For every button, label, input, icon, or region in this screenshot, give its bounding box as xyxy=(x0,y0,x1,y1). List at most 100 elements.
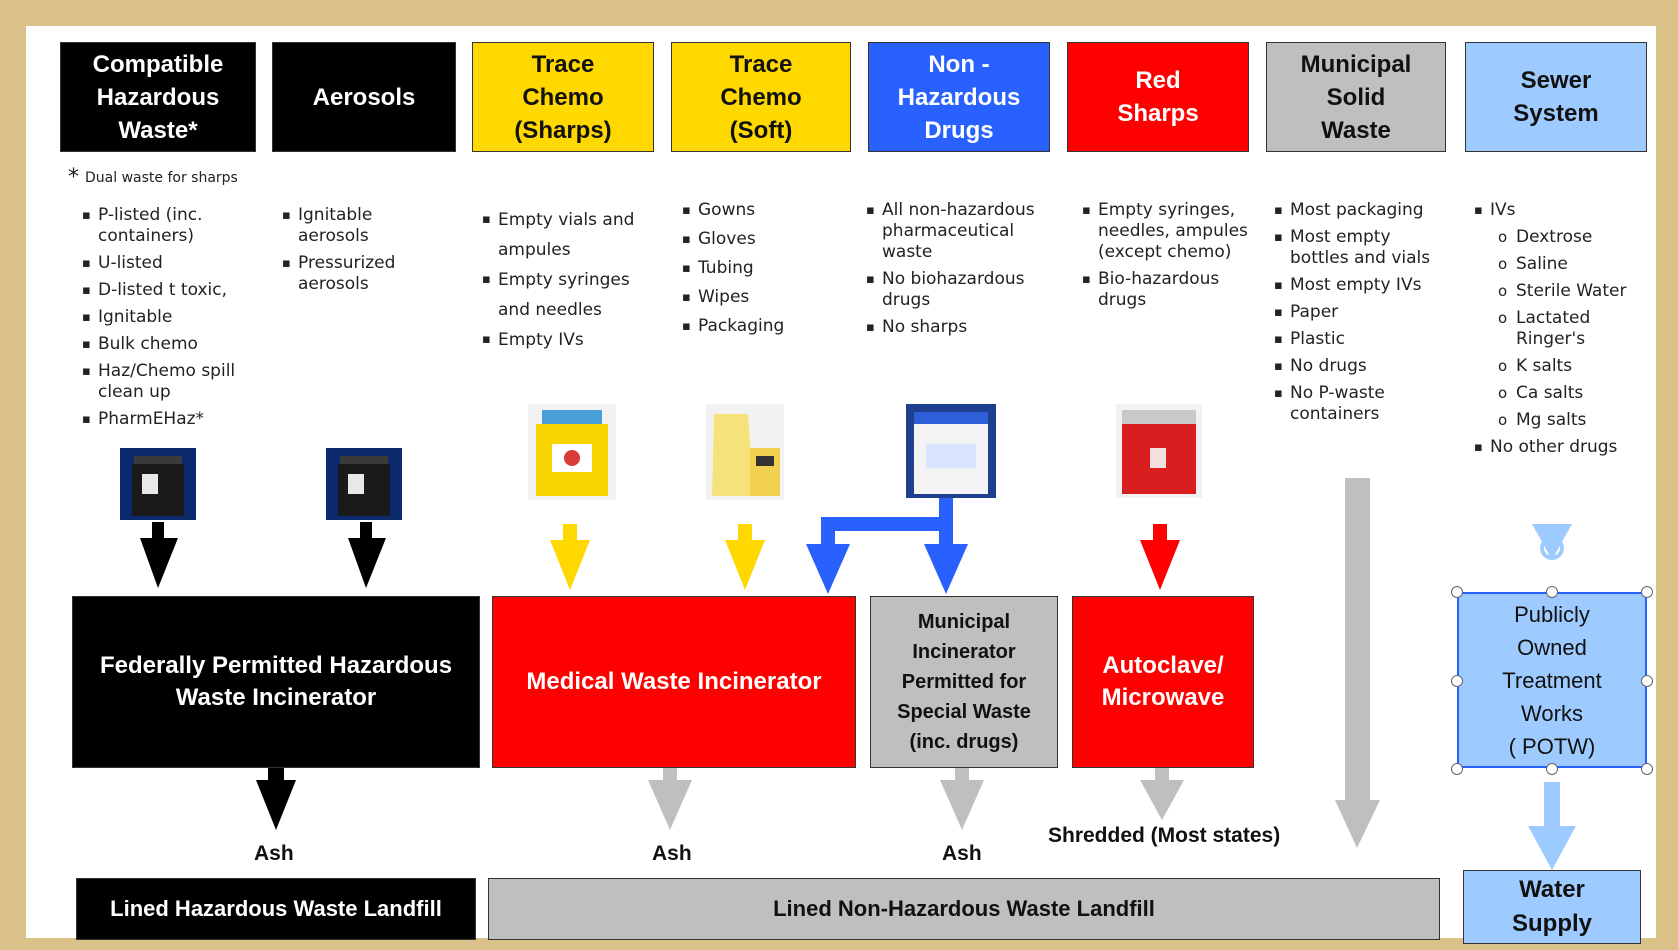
list-item: Paper xyxy=(1272,302,1452,323)
blue-arrow xyxy=(924,544,968,594)
footnote-text: Dual waste for sharps xyxy=(85,170,238,186)
category-non-hazardous-drugs: Non - Hazardous Drugs xyxy=(868,42,1050,152)
list-item: Gowns xyxy=(680,200,840,221)
rotate-handle-icon xyxy=(1540,536,1564,560)
list-subitem: K salts xyxy=(1472,356,1662,377)
list-aerosols: Ignitable aerosols Pressurized aerosols xyxy=(280,205,430,301)
list-item: Ignitable xyxy=(80,307,260,328)
list-municipal: Most packaging Most empty bottles and vi… xyxy=(1272,200,1452,431)
category-label: Aerosols xyxy=(312,83,416,111)
gray-arrow xyxy=(1140,768,1184,820)
footnote-star: * xyxy=(68,165,79,190)
frame-left xyxy=(0,0,26,950)
autoclave-microwave: Autoclave/ Microwave xyxy=(1072,596,1254,768)
category-label: Sewer System xyxy=(1513,67,1599,127)
red-sharps-container-icon xyxy=(1116,404,1202,498)
gray-arrow xyxy=(940,768,984,830)
list-item: Pressurized aerosols xyxy=(280,253,430,295)
list-item: Tubing xyxy=(680,258,840,279)
list-sewer: IVs Dextrose Saline Sterile Water Lactat… xyxy=(1472,200,1662,464)
resize-handle[interactable] xyxy=(1641,675,1653,687)
potw-box[interactable]: Publicly Owned Treatment Works ( POTW) xyxy=(1457,592,1647,768)
gray-arrow xyxy=(648,768,692,830)
resize-handle[interactable] xyxy=(1451,763,1463,775)
light-blue-arrow xyxy=(1528,826,1576,870)
category-label: Compatible Hazardous Waste* xyxy=(92,50,224,144)
category-red-sharps: Red Sharps xyxy=(1067,42,1249,152)
list-subitem: Mg salts xyxy=(1472,410,1662,431)
list-item: Most empty IVs xyxy=(1272,275,1452,296)
list-item: Ignitable aerosols xyxy=(280,205,430,247)
category-label: Trace Chemo (Soft) xyxy=(720,50,802,144)
ash-label: Ash xyxy=(652,842,692,865)
red-arrow xyxy=(1140,524,1180,590)
list-item: No biohazardous drugs xyxy=(864,269,1054,311)
list-item: Plastic xyxy=(1272,329,1452,350)
list-item: Most packaging xyxy=(1272,200,1452,221)
resize-handle[interactable] xyxy=(1451,586,1463,598)
resize-handle[interactable] xyxy=(1641,763,1653,775)
category-label: Red Sharps xyxy=(1117,67,1199,127)
resize-handle[interactable] xyxy=(1641,586,1653,598)
category-label: Trace Chemo (Sharps) xyxy=(514,50,612,144)
municipal-incinerator: Municipal Incinerator Permitted for Spec… xyxy=(870,596,1058,768)
federal-hazardous-incinerator: Federally Permitted Hazardous Waste Inci… xyxy=(72,596,480,768)
list-item: All non-hazardous pharmaceutical waste xyxy=(864,200,1054,263)
medical-waste-incinerator: Medical Waste Incinerator xyxy=(492,596,856,768)
list-item: Gloves xyxy=(680,229,840,250)
blue-flow-line xyxy=(821,498,953,550)
list-item: Most empty bottles and vials xyxy=(1272,227,1452,269)
list-item: U-listed xyxy=(80,253,260,274)
destination-label: Medical Waste Incinerator xyxy=(526,668,822,695)
category-aerosols: Aerosols xyxy=(272,42,456,152)
list-item: No other drugs xyxy=(1472,437,1662,458)
lined-hazardous-landfill: Lined Hazardous Waste Landfill xyxy=(76,878,476,940)
list-item: Bulk chemo xyxy=(80,334,260,355)
black-arrow xyxy=(256,768,296,830)
black-container-icon xyxy=(120,448,196,520)
list-item: PharmEHaz* xyxy=(80,409,260,430)
resize-handle[interactable] xyxy=(1546,586,1558,598)
yellow-bag-container-icon xyxy=(706,404,784,500)
list-compatible: P-listed (inc. containers) U-listed D-li… xyxy=(80,205,260,436)
gray-flow-line xyxy=(1345,478,1370,800)
list-item: Haz/Chemo spill clean up xyxy=(80,361,260,403)
footnote: * Dual waste for sharps xyxy=(68,165,238,190)
resize-handle[interactable] xyxy=(1451,675,1463,687)
category-trace-chemo-sharps: Trace Chemo (Sharps) xyxy=(472,42,654,152)
category-municipal-solid-waste: Municipal Solid Waste xyxy=(1266,42,1446,152)
list-subitem: Lactated Ringer's xyxy=(1472,308,1662,350)
water-supply: Water Supply xyxy=(1463,870,1641,944)
landfill-label: Water Supply xyxy=(1511,876,1592,937)
yellow-arrow xyxy=(725,524,765,590)
list-item: Empty IVs xyxy=(480,325,660,355)
frame-bottom xyxy=(0,938,1678,950)
list-trace-soft: Gowns Gloves Tubing Wipes Packaging xyxy=(680,200,840,345)
list-subitem: Sterile Water xyxy=(1472,281,1662,302)
list-item: Empty vials and ampules xyxy=(480,205,660,265)
black-arrow xyxy=(140,522,178,588)
black-arrow xyxy=(348,522,386,588)
list-trace-sharps: Empty vials and ampules Empty syringes a… xyxy=(480,205,660,355)
yellow-arrow xyxy=(550,524,590,590)
lined-non-hazardous-landfill: Lined Non-Hazardous Waste Landfill xyxy=(488,878,1440,940)
category-trace-chemo-soft: Trace Chemo (Soft) xyxy=(671,42,851,152)
list-subitem: Saline xyxy=(1472,254,1662,275)
white-blue-container-icon xyxy=(906,404,996,498)
destination-label: Publicly Owned Treatment Works ( POTW) xyxy=(1502,601,1602,759)
list-subitem: Ca salts xyxy=(1472,383,1662,404)
list-item: Empty syringes, needles, ampules (except… xyxy=(1080,200,1260,263)
destination-label: Federally Permitted Hazardous Waste Inci… xyxy=(99,652,453,711)
black-container-icon xyxy=(326,448,402,520)
category-label: Non - Hazardous Drugs xyxy=(897,50,1021,144)
resize-handle[interactable] xyxy=(1546,763,1558,775)
ash-label: Ash xyxy=(254,842,294,865)
list-item: No sharps xyxy=(864,317,1054,338)
list-item: P-listed (inc. containers) xyxy=(80,205,260,247)
light-blue-arrow xyxy=(1532,524,1572,560)
list-item: Bio-hazardous drugs xyxy=(1080,269,1260,311)
light-blue-flow-line xyxy=(1544,782,1560,826)
blue-arrow xyxy=(806,544,850,594)
landfill-label: Lined Non-Hazardous Waste Landfill xyxy=(773,896,1155,921)
